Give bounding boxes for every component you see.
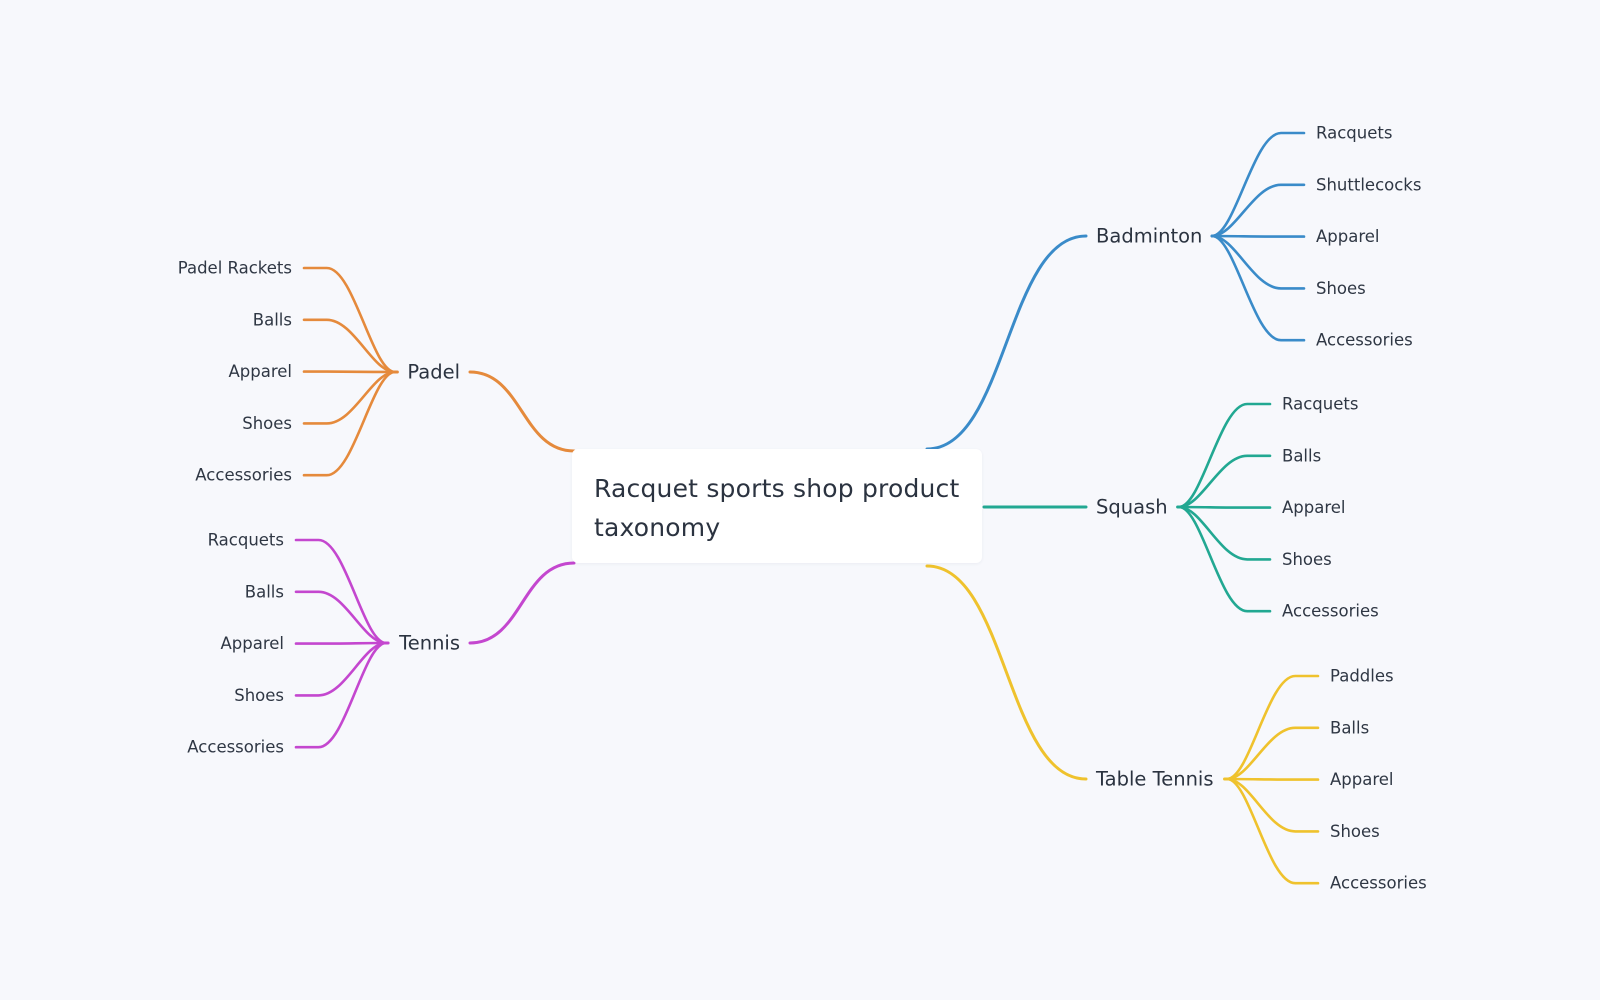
edge-padel-to-shoes: [302, 370, 397, 425]
leaf-table-tennis-accessories[interactable]: Accessories: [1330, 874, 1427, 893]
edge-root-to-tennis: [468, 561, 576, 645]
leaf-table-tennis-paddles[interactable]: Paddles: [1330, 667, 1394, 686]
leaf-table-tennis-shoes[interactable]: Shoes: [1330, 822, 1380, 841]
edge-table-tennis-to-paddles: [1225, 674, 1320, 781]
leaf-padel-padel-rackets[interactable]: Padel Rackets: [178, 259, 292, 278]
edge-root-to-padel: [468, 370, 576, 453]
edge-tennis-to-apparel: [294, 641, 388, 645]
leaf-badminton-apparel[interactable]: Apparel: [1316, 227, 1380, 246]
edge-padel-to-accessories: [302, 370, 397, 477]
leaf-padel-apparel[interactable]: Apparel: [228, 362, 292, 381]
leaf-table-tennis-balls[interactable]: Balls: [1330, 718, 1369, 737]
leaf-padel-accessories[interactable]: Accessories: [195, 466, 292, 485]
leaf-tennis-apparel[interactable]: Apparel: [220, 634, 284, 653]
mindmap-edges: [294, 131, 1320, 885]
leaf-padel-shoes[interactable]: Shoes: [242, 414, 292, 433]
edge-squash-to-balls: [1177, 454, 1272, 509]
leaf-badminton-accessories[interactable]: Accessories: [1316, 331, 1413, 350]
branch-squash-label[interactable]: Squash: [1096, 496, 1168, 519]
leaf-squash-accessories[interactable]: Accessories: [1282, 602, 1379, 621]
branch-badminton-label[interactable]: Badminton: [1096, 225, 1202, 248]
edge-padel-to-padel-rackets: [302, 266, 397, 374]
edge-tennis-to-accessories: [294, 641, 388, 749]
leaf-squash-shoes[interactable]: Shoes: [1282, 550, 1332, 569]
edge-root-to-table-tennis: [925, 564, 1088, 781]
central-node-title: Racquet sports shop product taxonomy: [594, 474, 960, 542]
mindmap-labels: BadmintonRacquetsShuttlecocksApparelShoe…: [178, 124, 1427, 893]
edge-squash-to-accessories: [1177, 505, 1272, 613]
edge-tennis-to-shoes: [294, 641, 388, 697]
edge-badminton-to-accessories: [1210, 234, 1306, 342]
edge-squash-to-shoes: [1177, 505, 1272, 561]
branch-table-tennis-label[interactable]: Table Tennis: [1095, 768, 1214, 791]
branch-tennis-label[interactable]: Tennis: [398, 632, 460, 655]
branch-padel-label[interactable]: Padel: [407, 361, 460, 384]
leaf-badminton-shuttlecocks[interactable]: Shuttlecocks: [1316, 175, 1421, 194]
leaf-badminton-shoes[interactable]: Shoes: [1316, 279, 1366, 298]
edge-tennis-to-balls: [294, 590, 388, 645]
edge-badminton-to-shoes: [1210, 234, 1306, 290]
edge-squash-to-apparel: [1177, 505, 1272, 509]
edge-squash-to-racquets: [1177, 402, 1272, 509]
leaf-squash-racquets[interactable]: Racquets: [1282, 395, 1358, 414]
leaf-badminton-racquets[interactable]: Racquets: [1316, 124, 1392, 143]
leaf-padel-balls[interactable]: Balls: [253, 310, 292, 329]
leaf-tennis-balls[interactable]: Balls: [245, 582, 284, 601]
edge-padel-to-balls: [302, 318, 397, 374]
edge-table-tennis-to-apparel: [1225, 777, 1320, 781]
leaf-squash-balls[interactable]: Balls: [1282, 446, 1321, 465]
leaf-squash-apparel[interactable]: Apparel: [1282, 498, 1346, 517]
leaf-tennis-shoes[interactable]: Shoes: [234, 686, 284, 705]
edge-table-tennis-to-balls: [1225, 726, 1320, 781]
leaf-tennis-racquets[interactable]: Racquets: [208, 531, 284, 550]
edge-table-tennis-to-shoes: [1225, 777, 1320, 833]
edge-root-to-badminton: [925, 234, 1088, 451]
edge-badminton-to-shuttlecocks: [1210, 183, 1306, 238]
leaf-tennis-accessories[interactable]: Accessories: [187, 738, 284, 757]
edge-table-tennis-to-accessories: [1225, 777, 1320, 885]
edge-badminton-to-racquets: [1210, 131, 1306, 238]
edge-badminton-to-apparel: [1210, 234, 1306, 238]
central-node[interactable]: Racquet sports shop product taxonomy: [572, 449, 982, 563]
edge-tennis-to-racquets: [294, 538, 388, 645]
leaf-table-tennis-apparel[interactable]: Apparel: [1330, 770, 1394, 789]
